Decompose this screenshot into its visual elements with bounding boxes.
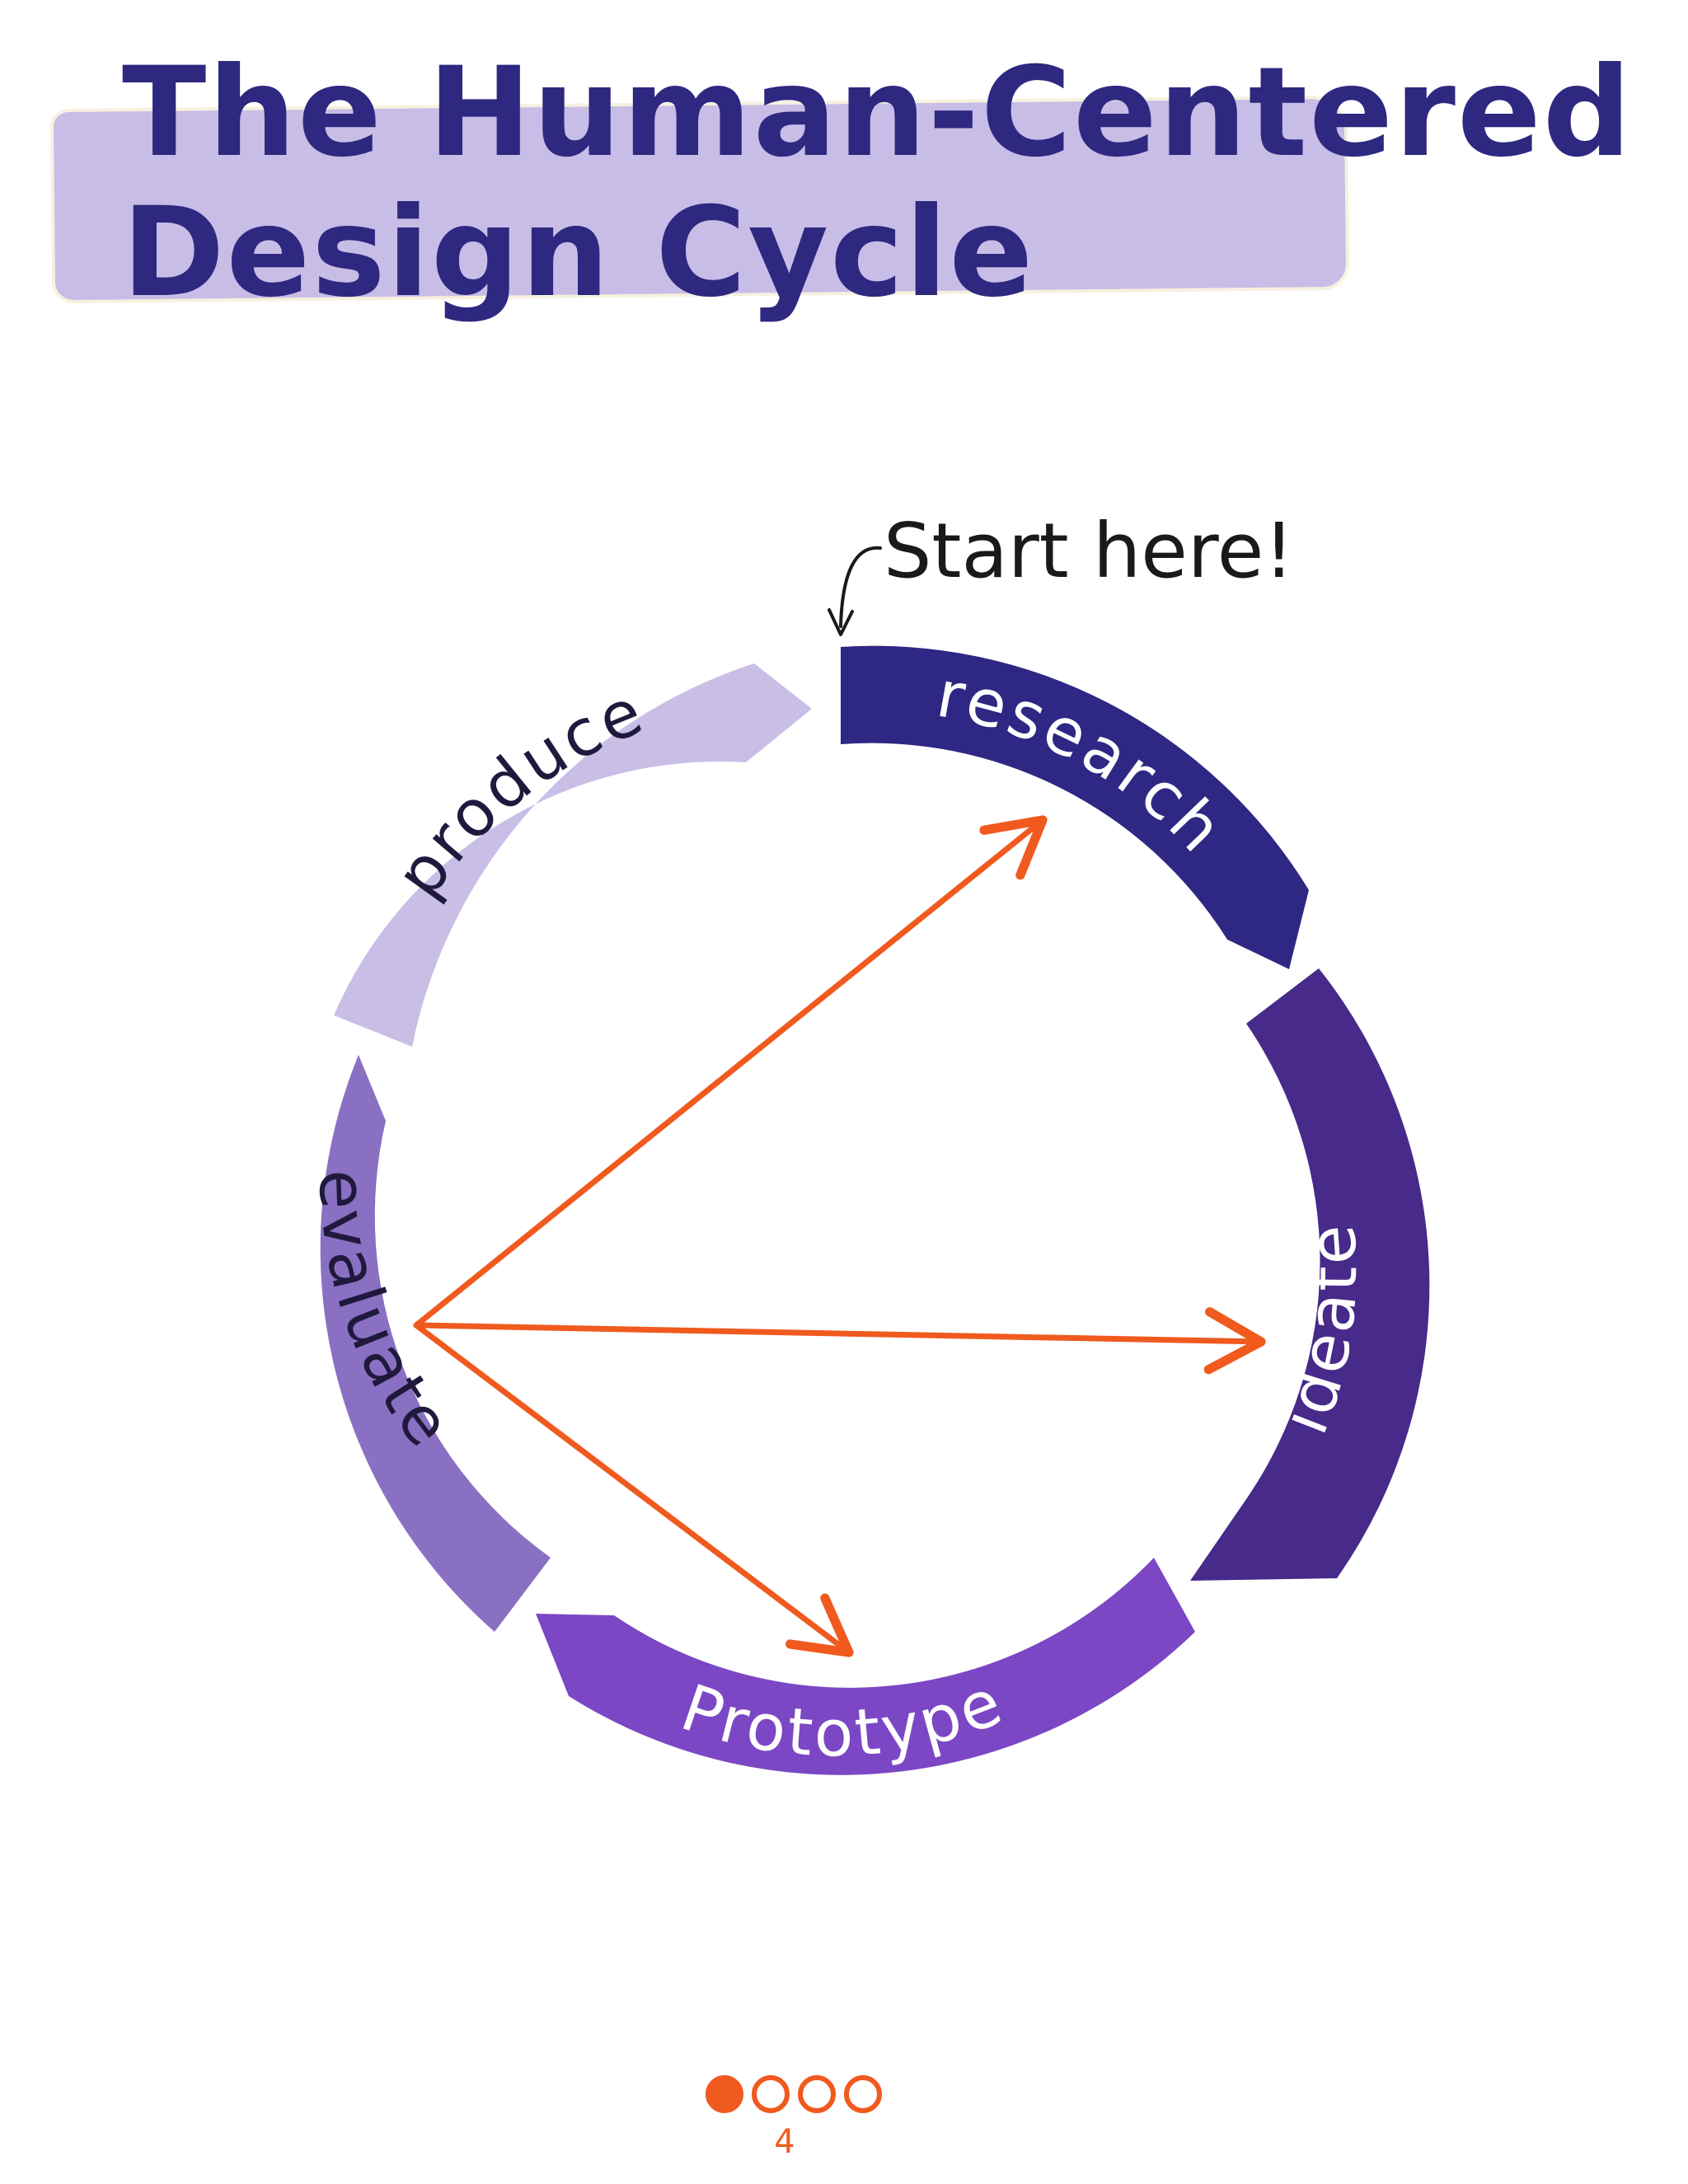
arrow-evaluate-to-research xyxy=(413,815,1048,1329)
pagination-dot-1[interactable] xyxy=(706,2075,743,2113)
page-number: 4 xyxy=(774,2123,795,2161)
pagination-dot-4[interactable] xyxy=(844,2075,882,2113)
pagination-dot-3[interactable] xyxy=(798,2075,836,2113)
pagination-dots xyxy=(706,2075,903,2116)
start-arrow-icon xyxy=(839,546,882,628)
stage-segment-evaluate xyxy=(320,1055,551,1632)
start-here-label: Start here! xyxy=(884,507,1294,595)
arrow-evaluate-to-prototype xyxy=(413,1322,854,1657)
title-line-1: The Human-Centered xyxy=(122,41,1634,185)
title-line-2: Design Cycle xyxy=(122,181,1035,325)
pagination-dot-2[interactable] xyxy=(752,2075,790,2113)
stage-label-produce: produce xyxy=(382,674,655,911)
arrow-evaluate-to-ideate xyxy=(413,1307,1266,1375)
start-arrowhead-icon xyxy=(828,608,854,636)
stage-label-evaluate: evaluate xyxy=(304,1168,467,1462)
stage-segment-ideate xyxy=(1190,968,1430,1581)
stage-segment-produce xyxy=(334,663,812,1047)
stage-segment-prototype xyxy=(536,1558,1195,1775)
stage-segment-research xyxy=(841,645,1309,969)
page-title: The Human-Centered Design Cycle xyxy=(122,43,1633,323)
